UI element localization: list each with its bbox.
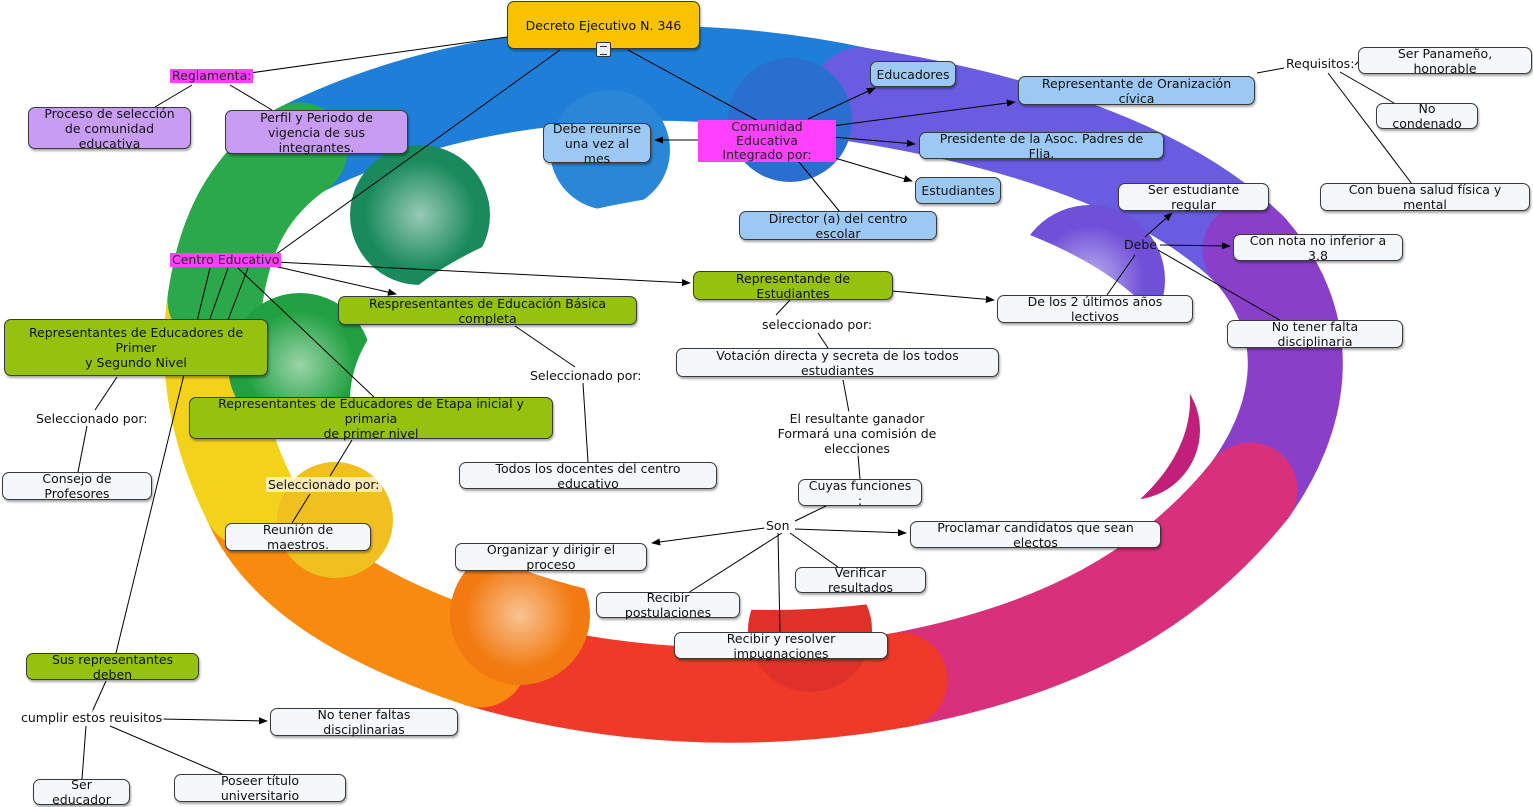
todos-docentes-node[interactable]: Todos los docentes del centro educativo	[459, 461, 717, 491]
reglamenta-label: Reglamenta:	[170, 68, 254, 83]
centro-educativo-label: Centro Educativo	[170, 252, 282, 267]
rep-etapa-node[interactable]: Representantes de Educadores de Etapa in…	[189, 396, 553, 441]
verificar-resultados-node[interactable]: Verificar resultados	[795, 565, 926, 595]
no-falta-disciplinaria-node[interactable]: No tener falta disciplinaria	[1227, 319, 1403, 349]
seleccionado-por-estudiantes-label: seleccionado por:	[760, 317, 875, 332]
recibir-postulaciones-node[interactable]: Recibir postulaciones	[596, 590, 740, 620]
son-label: Son	[764, 518, 792, 533]
proclamar-node[interactable]: Proclamar candidatos que sean electos	[910, 520, 1161, 550]
presidente-padres-node[interactable]: Presidente de la Asoc. Padres de Flia.	[919, 131, 1164, 161]
no-faltas-disciplinarias-node[interactable]: No tener faltas disciplinarias	[270, 707, 458, 737]
buena-salud-node[interactable]: Con buena salud física y mental	[1320, 182, 1530, 212]
resultante-ganador-label: El resultante ganador Formará una comisi…	[742, 411, 972, 456]
proceso-seleccion-node[interactable]: Proceso de selección de comunidad educat…	[28, 106, 191, 151]
seleccionado-por-basica-label: Seleccionado por:	[528, 368, 644, 383]
perfil-periodo-node[interactable]: Perfil y Periodo de vigencia de sus inte…	[225, 110, 408, 155]
rep-basica-node[interactable]: Respresentantes de Educación Básica comp…	[338, 296, 637, 326]
ser-educador-node[interactable]: Ser educador	[33, 777, 130, 807]
seleccionado-por-primer-label: Seleccionado por:	[34, 411, 150, 426]
estudiantes-node[interactable]: Estudiantes	[915, 177, 1001, 204]
cuyas-funciones-node[interactable]: Cuyas funciones :	[798, 478, 922, 508]
comunidad-educativa-label: Comunidad Educativa Integrado por:	[698, 120, 836, 162]
educadores-node[interactable]: Educadores	[870, 61, 956, 87]
cumplir-requisitos-label: cumplir estos reuisitos	[19, 710, 165, 725]
dos-ultimos-anos-node[interactable]: De los 2 últimos años lectivos	[997, 294, 1193, 324]
director-node[interactable]: Director (a) del centro escolar	[739, 211, 937, 241]
debe-reunirse-node[interactable]: Debe reunirse una vez al mes	[543, 121, 651, 166]
consejo-profesores-node[interactable]: Consejo de Profesores	[2, 471, 152, 501]
requisitos-label: Requisitos:	[1286, 56, 1355, 71]
no-condenado-node[interactable]: No condenado	[1376, 101, 1478, 131]
seleccionado-por-etapa-label: Seleccionado por:	[266, 477, 382, 492]
note-icon[interactable]	[596, 42, 611, 57]
nota-minima-node[interactable]: Con nota no inferior a 3.8	[1233, 233, 1403, 263]
votacion-node[interactable]: Votación directa y secreta de los todos …	[676, 348, 999, 378]
organizar-node[interactable]: Organizar y dirigir el proceso	[455, 542, 647, 572]
recibir-impugnaciones-node[interactable]: Recibir y resolver impugnaciones	[674, 631, 888, 661]
ser-panameno-node[interactable]: Ser Panameño, honorable	[1358, 46, 1532, 76]
debe-label: Debe	[1124, 237, 1157, 252]
titulo-universitario-node[interactable]: Poseer título universitario	[174, 773, 346, 803]
reunion-maestros-node[interactable]: Reunión de maestros.	[225, 522, 371, 552]
sus-representantes-node[interactable]: Sus representantes deben	[26, 652, 199, 682]
ser-estudiante-regular-node[interactable]: Ser estudiante regular	[1118, 182, 1269, 212]
rep-primer-segundo-node[interactable]: Representantes de Educadores de Primer y…	[4, 319, 268, 376]
representante-civica-node[interactable]: Representante de Oranización cívica	[1018, 76, 1255, 106]
rep-estudiantes-node[interactable]: Representande de Estudiantes	[693, 271, 893, 301]
